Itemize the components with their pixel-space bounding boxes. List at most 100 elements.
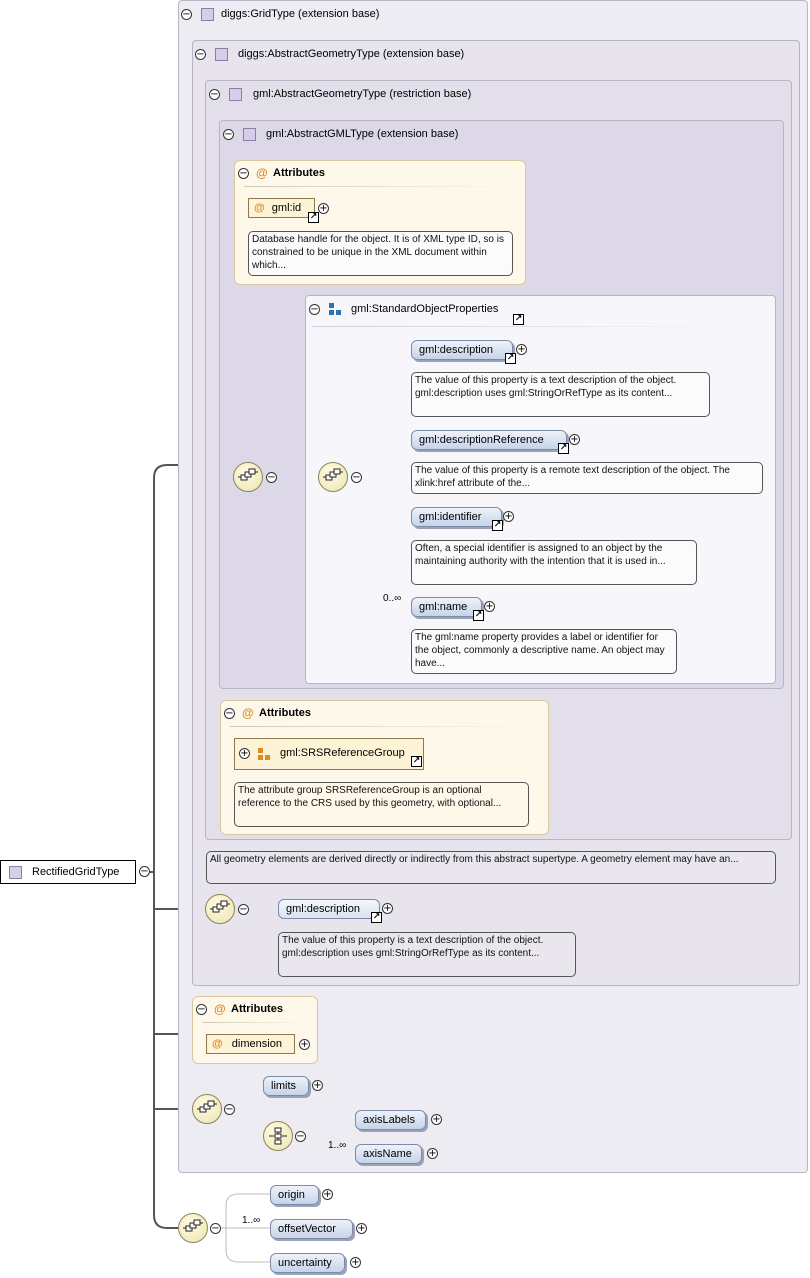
cardinality-axis-name: 1..∞ <box>328 1140 347 1151</box>
sequence-compositor-icon[interactable] <box>205 894 235 924</box>
complex-type-icon <box>243 128 256 141</box>
sequence-glyph <box>197 1100 217 1113</box>
expand-gml-id-icon[interactable]: + <box>318 203 329 214</box>
doc-abstract-geometry: All geometry elements are derived direct… <box>206 851 776 884</box>
collapse-sequence-icon[interactable]: − <box>224 1104 235 1115</box>
sequence-compositor-icon[interactable] <box>233 462 263 492</box>
reference-link-icon[interactable]: ↗ <box>558 443 569 454</box>
collapse-sequence-icon[interactable]: − <box>238 904 249 915</box>
collapse-grid-type-icon[interactable]: − <box>181 9 192 20</box>
collapse-attributes-icon[interactable]: − <box>196 1004 207 1015</box>
expand-limits-icon[interactable]: + <box>312 1080 323 1091</box>
collapse-diggs-abstract-geometry-icon[interactable]: − <box>195 49 206 60</box>
sequence-glyph <box>183 1219 203 1232</box>
attribute-icon: @ <box>242 706 254 720</box>
sequence-compositor-icon[interactable] <box>192 1094 222 1124</box>
element-limits[interactable]: limits <box>263 1076 309 1096</box>
panel-title-grid-type: diggs:GridType (extension base) <box>221 8 380 20</box>
choice-compositor-icon[interactable] <box>263 1121 293 1151</box>
attributes-heading: Attributes <box>231 1003 283 1015</box>
attributes-separator <box>230 726 530 727</box>
element-gml-identifier[interactable]: gml:identifier <box>411 507 502 527</box>
doc-gml-id: Database handle for the object. It is of… <box>248 231 513 276</box>
element-uncertainty[interactable]: uncertainty <box>270 1253 345 1273</box>
attribute-gml-id-label: gml:id <box>271 202 302 214</box>
element-gml-name[interactable]: gml:name <box>411 597 482 617</box>
expand-description-icon[interactable]: + <box>516 344 527 355</box>
element-gml-description[interactable]: gml:description <box>411 340 513 360</box>
cardinality-offset-vector: 1..∞ <box>242 1215 261 1226</box>
attribute-icon: @ <box>254 202 265 214</box>
expand-uncertainty-icon[interactable]: + <box>350 1257 361 1268</box>
attributes-heading: Attributes <box>273 167 325 179</box>
element-origin[interactable]: origin <box>270 1185 319 1205</box>
collapse-attributes-icon[interactable]: − <box>238 168 249 179</box>
cardinality-gml-name: 0..∞ <box>383 593 402 604</box>
expand-srs-group-icon[interactable]: + <box>239 748 250 759</box>
doc-gml-identifier: Often, a special identifier is assigned … <box>411 540 697 585</box>
complex-type-icon <box>9 866 22 879</box>
element-diggs-gml-description[interactable]: gml:description <box>278 899 380 919</box>
complex-type-icon <box>201 8 214 21</box>
reference-link-icon[interactable]: ↗ <box>505 353 516 364</box>
attribute-group-icon <box>258 748 271 761</box>
element-axis-name[interactable]: axisName <box>355 1144 422 1164</box>
expand-axis-name-icon[interactable]: + <box>427 1148 438 1159</box>
panel-title-gml-abstract-geometry: gml:AbstractGeometryType (restriction ba… <box>253 88 472 100</box>
panel-title-abstract-gml: gml:AbstractGMLType (extension base) <box>266 128 459 140</box>
attribute-group-srs-reference[interactable]: + gml:SRSReferenceGroup <box>234 738 424 770</box>
reference-link-icon[interactable]: ↗ <box>473 610 484 621</box>
reference-link-icon[interactable]: ↗ <box>411 756 422 767</box>
root-element-rectified-grid-type[interactable]: RectifiedGridType <box>0 860 136 884</box>
reference-link-icon[interactable]: ↗ <box>308 212 319 223</box>
sequence-glyph <box>210 900 230 913</box>
attribute-gml-id[interactable]: @ gml:id <box>248 198 315 218</box>
attribute-group-srs-label: gml:SRSReferenceGroup <box>280 747 405 759</box>
root-element-label: RectifiedGridType <box>32 866 120 878</box>
collapse-sequence-icon[interactable]: − <box>351 472 362 483</box>
attribute-icon: @ <box>256 166 268 180</box>
reference-link-icon[interactable]: ↗ <box>371 912 382 923</box>
doc-gml-description-reference: The value of this property is a remote t… <box>411 462 763 494</box>
element-offset-vector[interactable]: offsetVector <box>270 1219 353 1239</box>
group-separator <box>312 326 752 327</box>
panel-title-diggs-abstract-geometry: diggs:AbstractGeometryType (extension ba… <box>238 48 465 60</box>
collapse-standard-props-icon[interactable]: − <box>309 304 320 315</box>
collapse-sequence-icon[interactable]: − <box>210 1223 221 1234</box>
attribute-icon: @ <box>214 1002 226 1016</box>
expand-dimension-icon[interactable]: + <box>299 1039 310 1050</box>
expand-name-icon[interactable]: + <box>484 601 495 612</box>
doc-srs-reference-group: The attribute group SRSReferenceGroup is… <box>234 782 529 827</box>
collapse-choice-icon[interactable]: − <box>295 1131 306 1142</box>
attribute-icon: @ <box>212 1038 223 1050</box>
sequence-compositor-icon[interactable] <box>318 462 348 492</box>
attribute-dimension-label: dimension <box>231 1038 282 1050</box>
group-icon <box>329 303 342 316</box>
collapse-gml-abstract-geometry-icon[interactable]: − <box>209 89 220 100</box>
attributes-separator <box>202 1022 302 1023</box>
element-axis-labels[interactable]: axisLabels <box>355 1110 426 1130</box>
doc-gml-description: The value of this property is a text des… <box>411 372 710 417</box>
element-gml-description-reference[interactable]: gml:descriptionReference <box>411 430 567 450</box>
collapse-attributes-icon[interactable]: − <box>224 708 235 719</box>
choice-glyph <box>269 1127 287 1145</box>
sequence-glyph <box>238 468 258 481</box>
attributes-separator <box>244 186 514 187</box>
reference-link-icon[interactable]: ↗ <box>513 314 524 325</box>
sequence-compositor-icon[interactable] <box>178 1213 208 1243</box>
expand-origin-icon[interactable]: + <box>322 1189 333 1200</box>
expand-description-reference-icon[interactable]: + <box>569 434 580 445</box>
reference-link-icon[interactable]: ↗ <box>492 520 503 531</box>
sequence-glyph <box>323 468 343 481</box>
attribute-dimension[interactable]: @ dimension <box>206 1034 295 1054</box>
attributes-heading: Attributes <box>259 707 311 719</box>
doc-gml-name: The gml:name property provides a label o… <box>411 629 677 674</box>
collapse-root-icon[interactable]: − <box>139 866 150 877</box>
expand-axis-labels-icon[interactable]: + <box>431 1114 442 1125</box>
expand-offset-vector-icon[interactable]: + <box>356 1223 367 1234</box>
collapse-abstract-gml-icon[interactable]: − <box>223 129 234 140</box>
expand-diggs-description-icon[interactable]: + <box>382 903 393 914</box>
collapse-sequence-icon[interactable]: − <box>266 472 277 483</box>
expand-identifier-icon[interactable]: + <box>503 511 514 522</box>
complex-type-icon <box>215 48 228 61</box>
